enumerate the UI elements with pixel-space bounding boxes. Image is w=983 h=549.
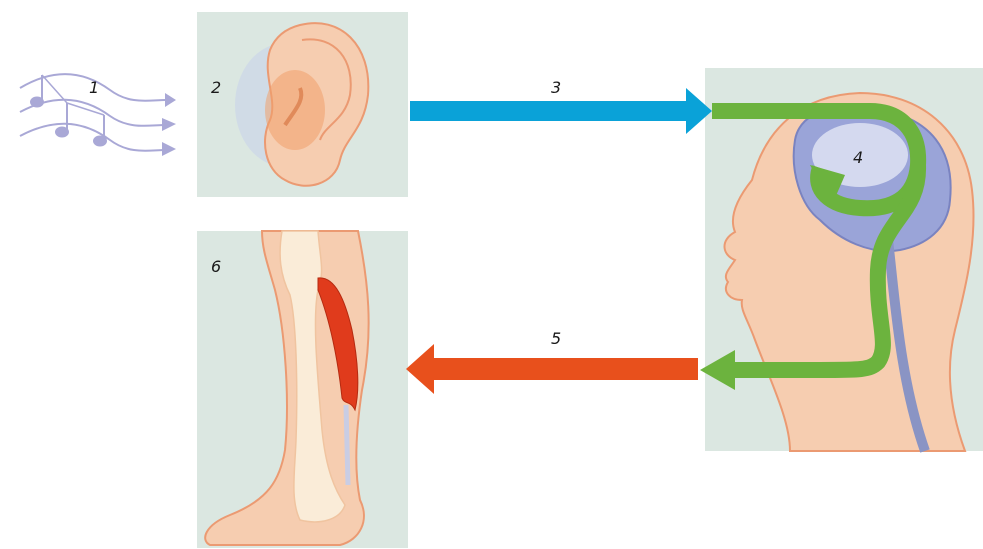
step-label-3: 3 (551, 80, 561, 96)
leg-muscle-icon (205, 231, 368, 545)
step-label-5: 5 (551, 331, 561, 347)
step-label-2: 2 (211, 80, 221, 96)
step-label-6: 6 (211, 259, 221, 275)
step-label-4: 4 (853, 150, 863, 166)
step-label-1: 1 (89, 80, 99, 96)
head-brain-icon (724, 93, 973, 451)
ear-icon (235, 23, 368, 186)
efferent-arrow (406, 344, 698, 394)
